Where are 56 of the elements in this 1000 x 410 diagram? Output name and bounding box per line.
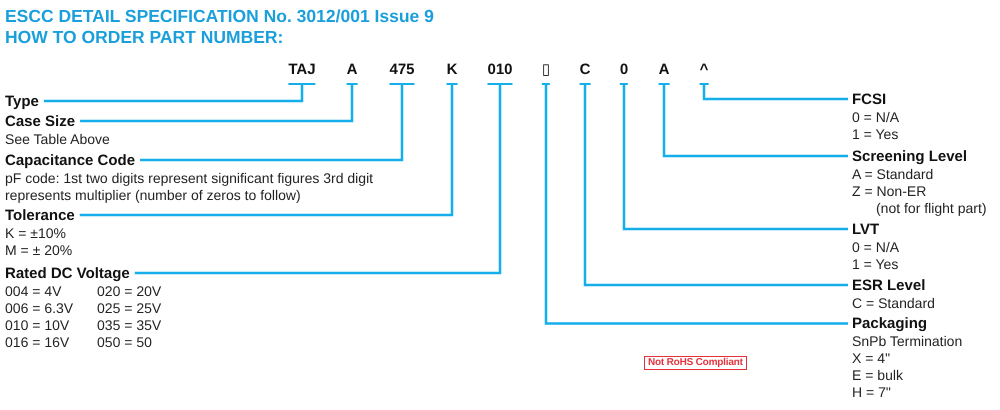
- field-description-text: 1 = Yes: [852, 256, 900, 272]
- leader-line: [140, 85, 404, 162]
- voltage-option-text: 050 = 50: [97, 334, 153, 350]
- leader-line: [662, 85, 848, 158]
- code-segment: TAJ: [288, 60, 316, 85]
- code-segment: 475: [389, 60, 415, 85]
- field-description-text: A = Standard: [852, 166, 934, 182]
- code-segment: C: [580, 60, 590, 85]
- field-description-text: 0 = N/A: [852, 108, 900, 126]
- field-description-text: SnPb Termination: [852, 333, 964, 350]
- field-description-text: pF code: 1st two digits represent significant figures 3rd digit represents multiplier (number of zeros to follow): [5, 170, 374, 204]
- voltage-option-text: 016 = 16V: [5, 334, 70, 350]
- leader-line: [80, 85, 354, 122]
- compliance-stamp: Not RoHS Compliant: [644, 356, 747, 370]
- voltage-option-text: 035 = 35V: [97, 316, 162, 334]
- code-segment: ▯: [542, 60, 550, 85]
- field-heading: Rated DC Voltage: [5, 264, 135, 282]
- field-description-text: 0 = N/A: [852, 238, 900, 256]
- voltage-option-text: 025 = 25V: [97, 300, 162, 316]
- field-heading: Screening Level: [848, 146, 968, 166]
- field-description-text: M = ± 20%: [5, 242, 74, 258]
- leader-line: [622, 85, 848, 230]
- code-segment: A: [658, 60, 670, 85]
- code-segment: 010: [487, 60, 513, 85]
- leader-line: [702, 85, 848, 100]
- voltage-option-text: 006 = 6.3V: [5, 300, 74, 316]
- field-heading: Case Size: [5, 112, 80, 130]
- leader-line: [44, 85, 304, 102]
- leader-line: [544, 85, 848, 325]
- field-description-text: 1 = Yes: [852, 126, 900, 142]
- leader-line: [584, 85, 848, 286]
- code-segment: 0: [620, 60, 628, 85]
- field-heading: Packaging: [848, 314, 928, 333]
- field-heading: Capacitance Code: [5, 150, 140, 170]
- field-description-text: H = 7": [852, 384, 892, 401]
- field-description-text: E = bulk: [852, 367, 904, 384]
- field-heading: Tolerance: [5, 206, 80, 224]
- code-segment: A: [346, 60, 358, 85]
- field-description-text: Z = Non-ER (not for flight part): [852, 182, 988, 216]
- voltage-option-text: 004 = 4V: [5, 282, 62, 300]
- title-text: ESCC DETAIL SPECIFICATION No. 3012/001 Issue 9: [5, 6, 434, 26]
- voltage-option-text: 010 = 10V: [5, 316, 70, 334]
- voltage-option-text: 020 = 20V: [97, 282, 162, 300]
- field-description-text: C = Standard: [852, 294, 936, 312]
- code-segment: ^: [700, 60, 708, 85]
- code-segment: K: [446, 60, 458, 85]
- subtitle-text: HOW TO ORDER PART NUMBER:: [5, 27, 284, 47]
- field-description-text: See Table Above: [5, 130, 111, 148]
- field-heading: FCSI: [848, 90, 886, 108]
- leader-line: [80, 85, 454, 216]
- field-description-text: X = 4": [852, 350, 892, 367]
- leader-line: [134, 85, 502, 274]
- field-heading: Type: [5, 92, 44, 110]
- field-heading: ESR Level: [848, 276, 926, 294]
- field-description-text: K = ±10%: [5, 224, 67, 242]
- field-heading: LVT: [848, 220, 880, 238]
